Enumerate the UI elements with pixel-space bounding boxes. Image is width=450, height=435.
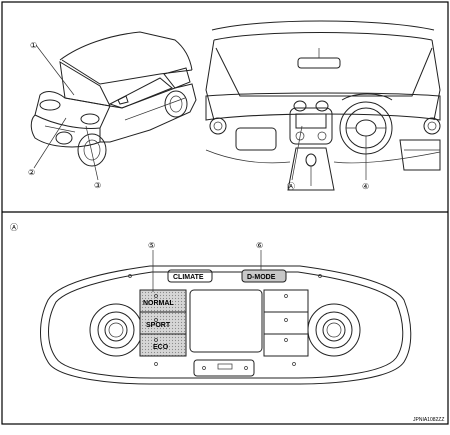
d-mode-button-label: D-MODE — [247, 274, 276, 281]
control-panel-drawing — [40, 265, 412, 385]
callout-3: ③ — [94, 181, 101, 190]
callout-5: ⑤ — [148, 241, 155, 250]
sport-button-label: SPORT — [146, 322, 171, 329]
climate-button-label: CLIMATE — [173, 274, 204, 281]
callout-A-panel: Ⓐ — [10, 223, 18, 232]
callout-1: ① — [30, 41, 37, 50]
callout-4: ④ — [362, 182, 369, 191]
callout-6: ⑥ — [256, 241, 263, 250]
normal-button-label: NORMAL — [143, 300, 174, 307]
car-exterior-drawing — [30, 31, 197, 167]
figure-code: JPNIA1082ZZ — [413, 417, 444, 423]
car-interior-drawing — [205, 20, 441, 191]
callout-A-interior: Ⓐ — [287, 182, 295, 191]
eco-button-label: ECO — [153, 344, 169, 351]
callout-2: ② — [28, 168, 35, 177]
